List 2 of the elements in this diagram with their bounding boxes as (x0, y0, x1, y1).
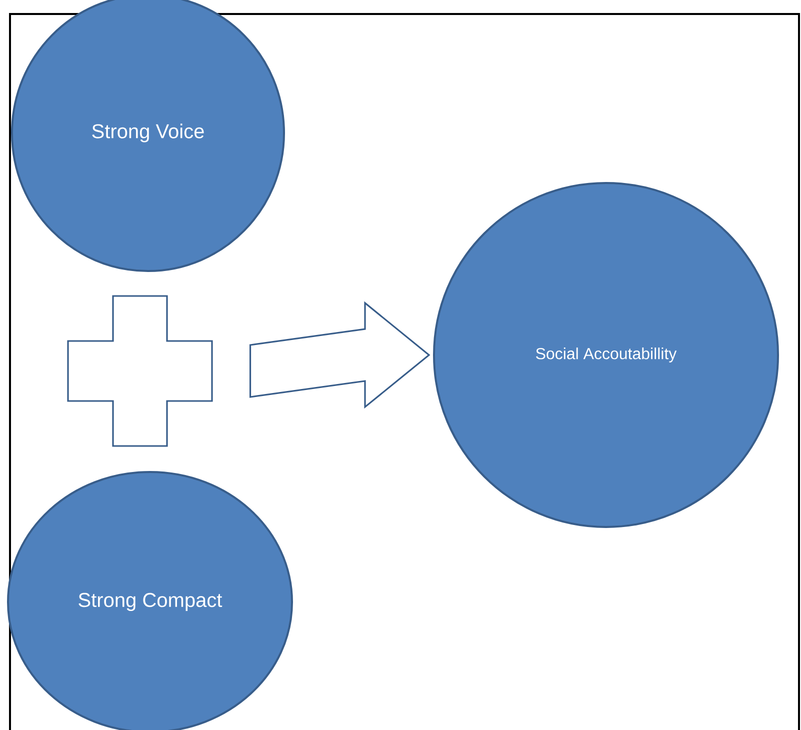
block-arrow (249, 301, 430, 409)
plus-sign (67, 295, 213, 447)
